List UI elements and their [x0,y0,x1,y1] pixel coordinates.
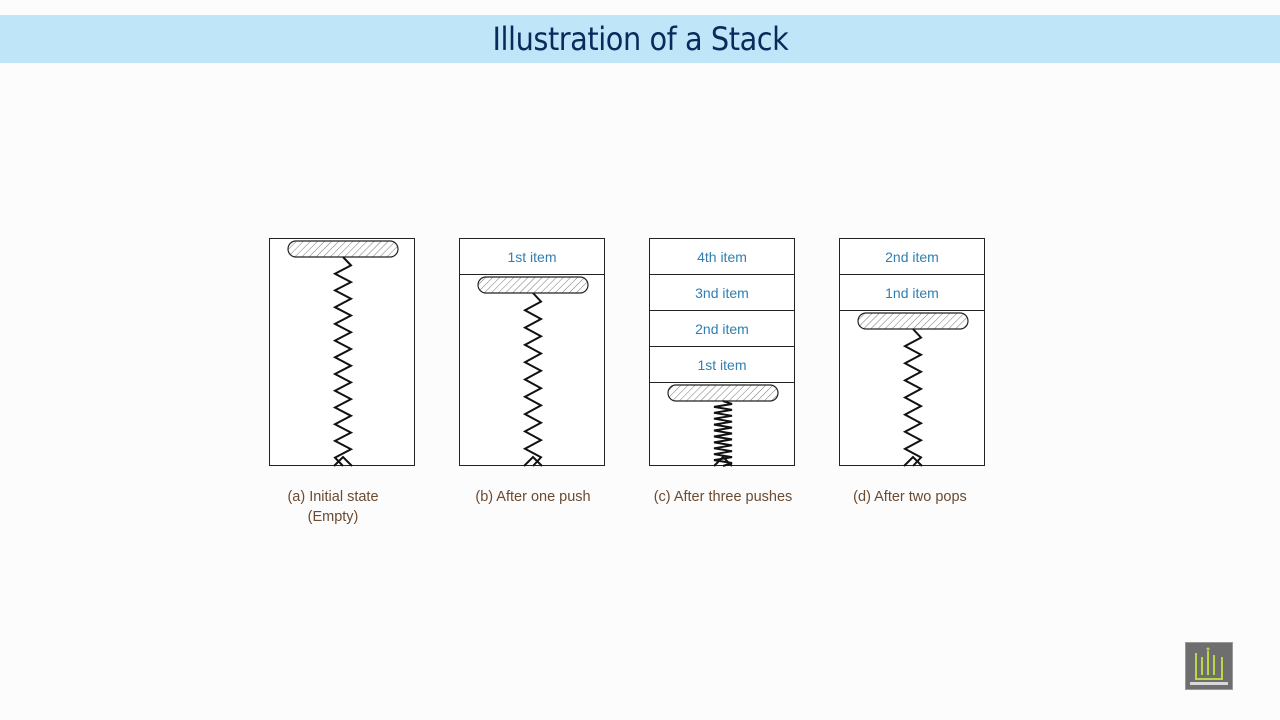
stack-item: 3nd item [650,275,794,311]
stack-after-two-pops: 2nd item 1nd item [839,238,985,467]
stack-platform [477,276,589,294]
caption-after-three-pushes: (c) After three pushes [633,487,813,507]
spring-base [903,455,923,467]
spring-coil [332,256,354,467]
page-title: Illustration of a Stack [492,20,788,58]
title-bar: Illustration of a Stack [0,15,1280,63]
spring-coil [713,400,733,467]
spring-coil [522,292,544,467]
spring-illustration [857,312,969,467]
stack-platform [857,312,969,330]
caption-line1: (c) After three pushes [653,489,793,505]
caption-after-one-push: (b) After one push [443,487,623,507]
spring-coil [902,328,924,467]
spring-illustration [287,240,399,467]
spring-illustration [667,384,779,467]
caption-line1: (a) Initial state [287,489,379,505]
spring-base [523,455,543,467]
spring-illustration [477,276,589,467]
caption-after-two-pops: (d) After two pops [820,487,1000,507]
stack-initial-state [269,238,415,467]
stack-after-three-pushes: 4th item 3nd item 2nd item 1st item [649,238,795,467]
stack-item: 1st item [650,347,794,383]
spring-base [333,455,353,467]
caption-initial-state: (a) Initial state (Empty) [243,487,423,527]
caption-line2: (Empty) [307,509,359,525]
stack-item: 2nd item [840,239,984,275]
spring-base [713,455,733,467]
stack-item: 2nd item [650,311,794,347]
caption-line1: (b) After one push [475,489,591,505]
stack-after-one-push: 1st item [459,238,605,467]
stack-item: 1st item [460,239,604,275]
university-logo-icon [1185,642,1233,690]
caption-line1: (d) After two pops [853,489,967,505]
stack-platform [667,384,779,402]
stack-item: 4th item [650,239,794,275]
stack-item: 1nd item [840,275,984,311]
stack-platform [287,240,399,258]
